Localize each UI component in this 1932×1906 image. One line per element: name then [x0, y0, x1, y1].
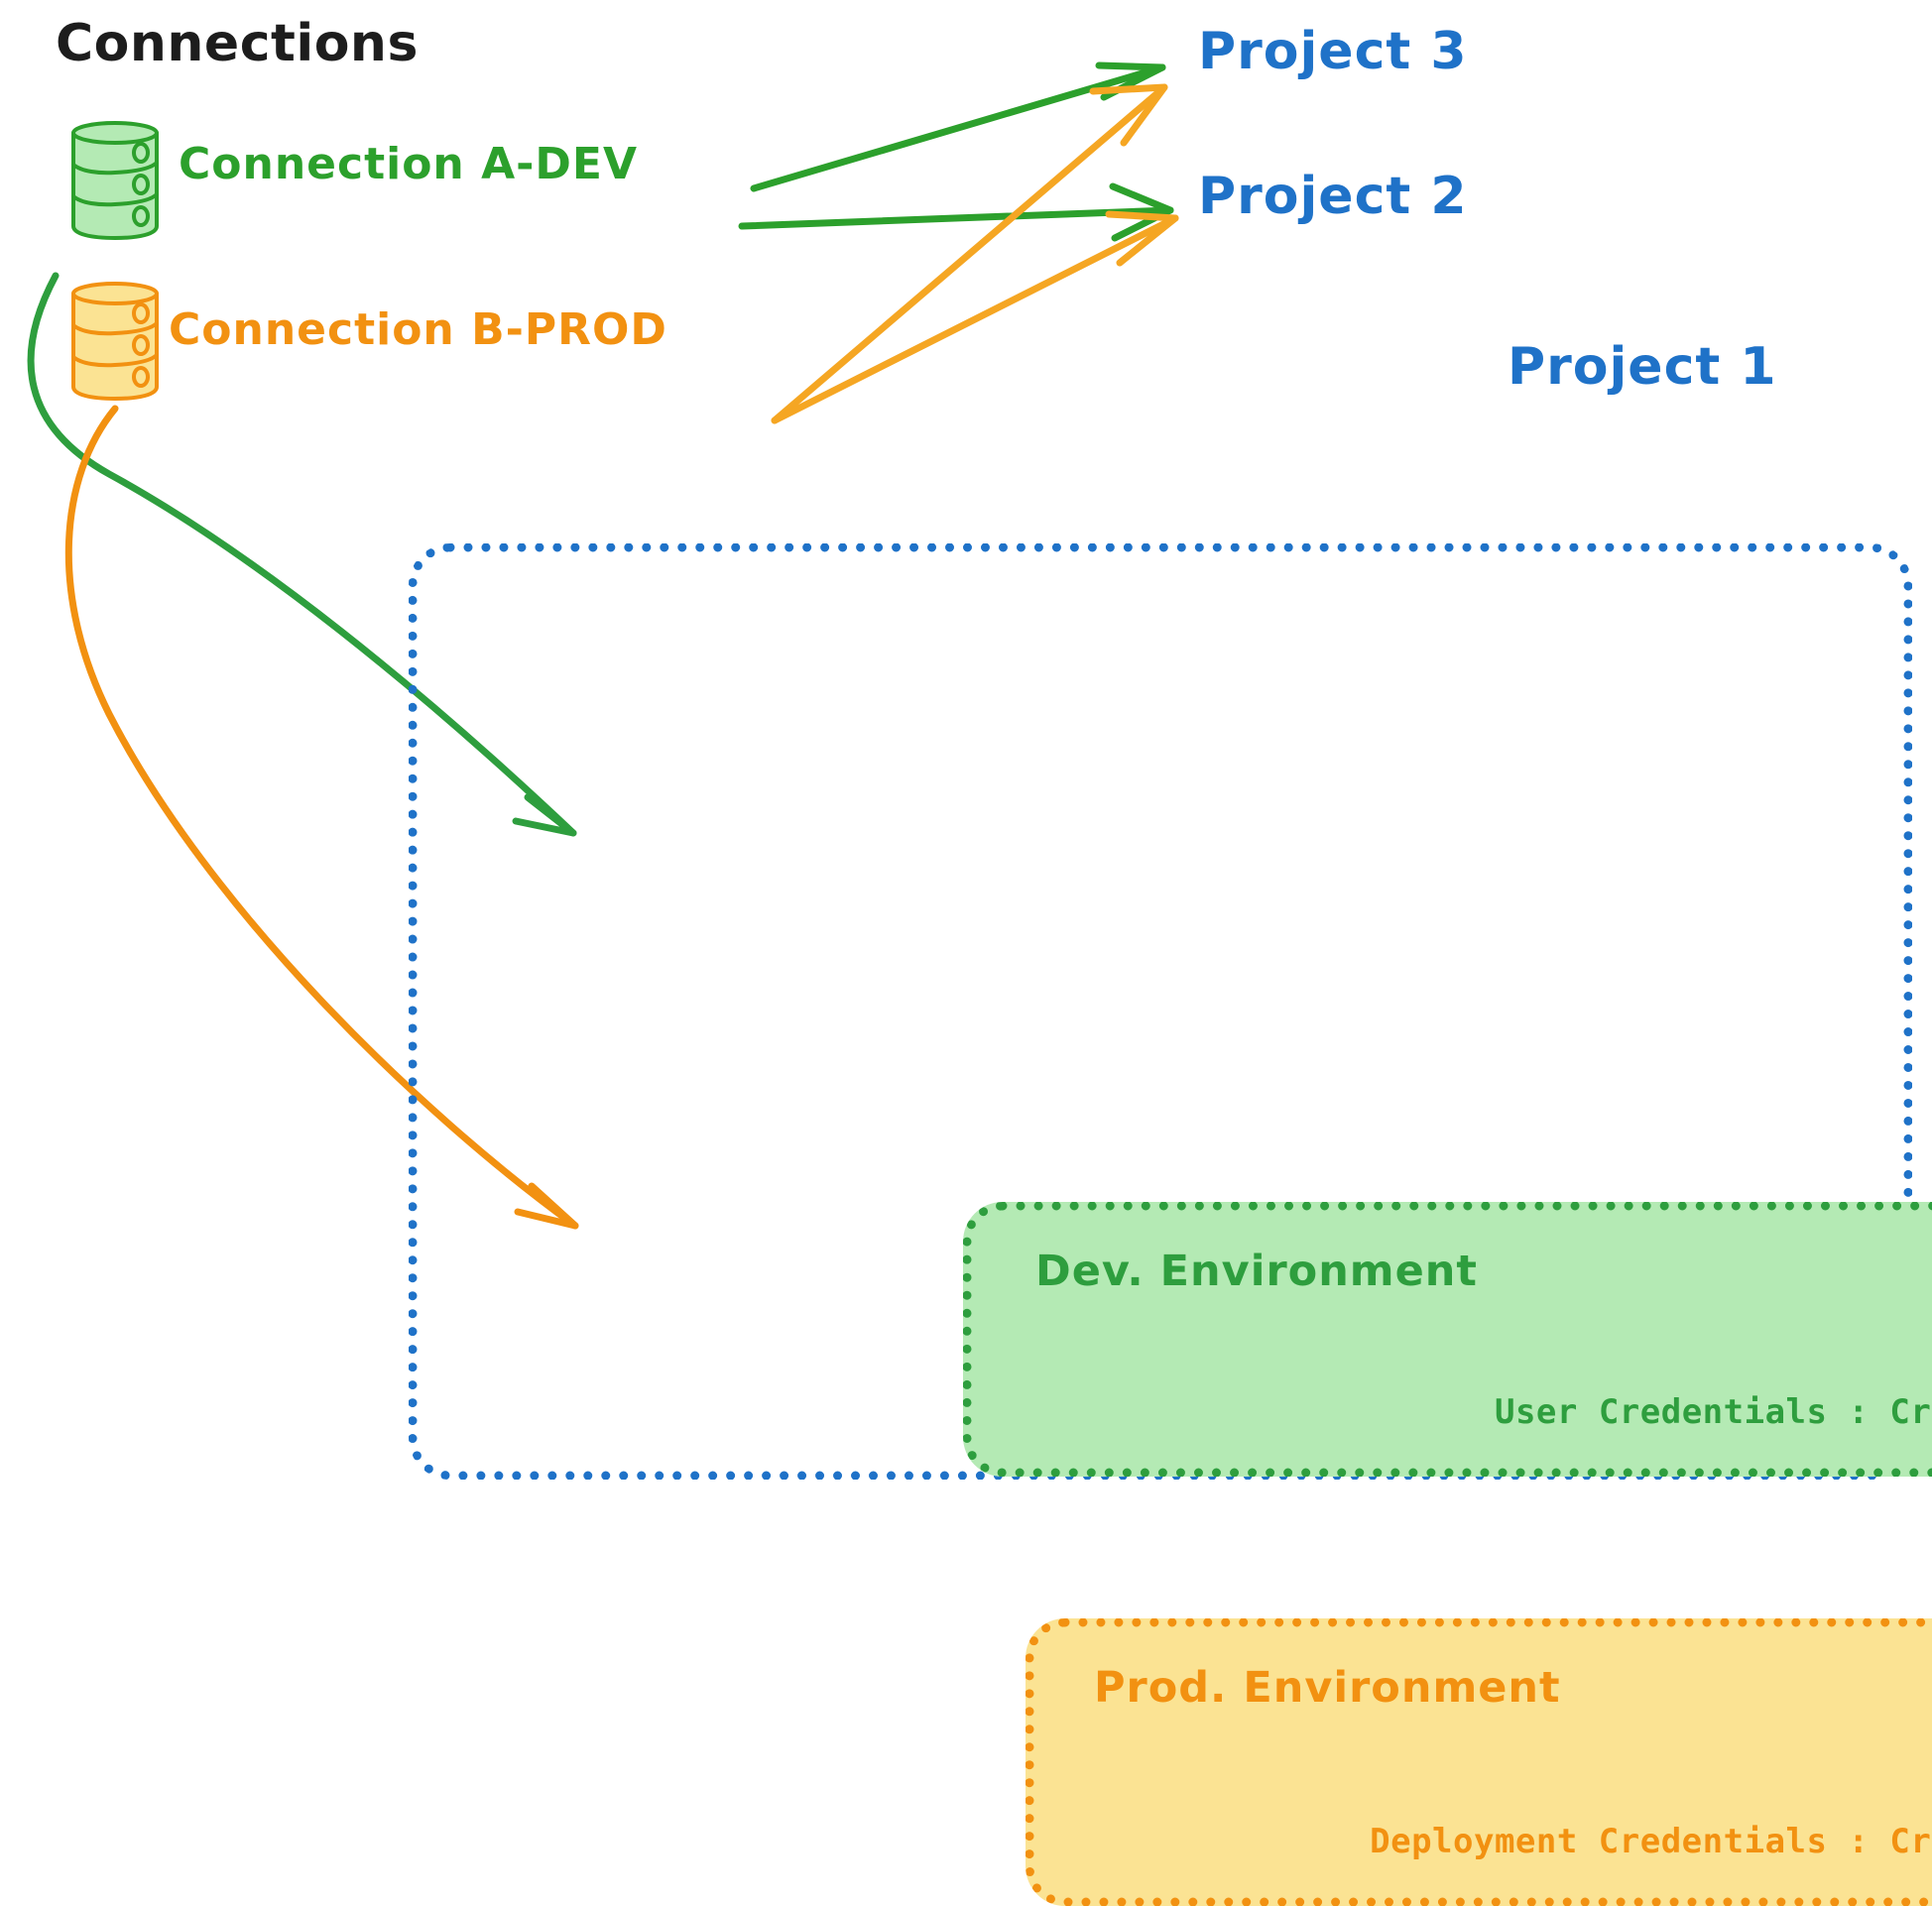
dev-environment-box: Dev. Environment User Credentials : Cred…	[963, 1202, 1932, 1477]
edge-bprod-project3	[771, 83, 1168, 424]
project-label-3: Project 3	[1198, 22, 1468, 81]
database-icon	[71, 121, 159, 240]
prod-environment-box: Prod. Environment Deployment Credentials…	[1026, 1618, 1932, 1906]
project-label-1: Project 1	[1508, 337, 1777, 397]
page-title: Connections	[56, 14, 419, 73]
dev-environment-title: Dev. Environment	[1035, 1247, 1478, 1296]
connection-label-b-prod: Connection B-PROD	[169, 304, 667, 355]
connection-label-a-dev: Connection A-DEV	[179, 139, 639, 189]
project-label-2: Project 2	[1198, 167, 1468, 226]
edge-adev-dev-environment	[27, 272, 577, 837]
edge-adev-project3	[750, 61, 1166, 192]
database-icon	[71, 282, 159, 401]
edges-layer	[27, 61, 1179, 1230]
project-1-container: Dev. Environment User Credentials : Cred…	[409, 543, 1932, 1906]
prod-environment-credentials: Deployment Credentials : Credentials B	[1370, 1822, 1932, 1861]
diagram-canvas: Connections Connection A-DEV Connection …	[27, 14, 1932, 1906]
edge-bprod-project2	[771, 210, 1179, 424]
edge-bprod-prod-environment	[64, 405, 579, 1230]
dev-environment-credentials: User Credentials : Credentials A	[1494, 1392, 1932, 1432]
prod-environment-title: Prod. Environment	[1094, 1663, 1561, 1713]
